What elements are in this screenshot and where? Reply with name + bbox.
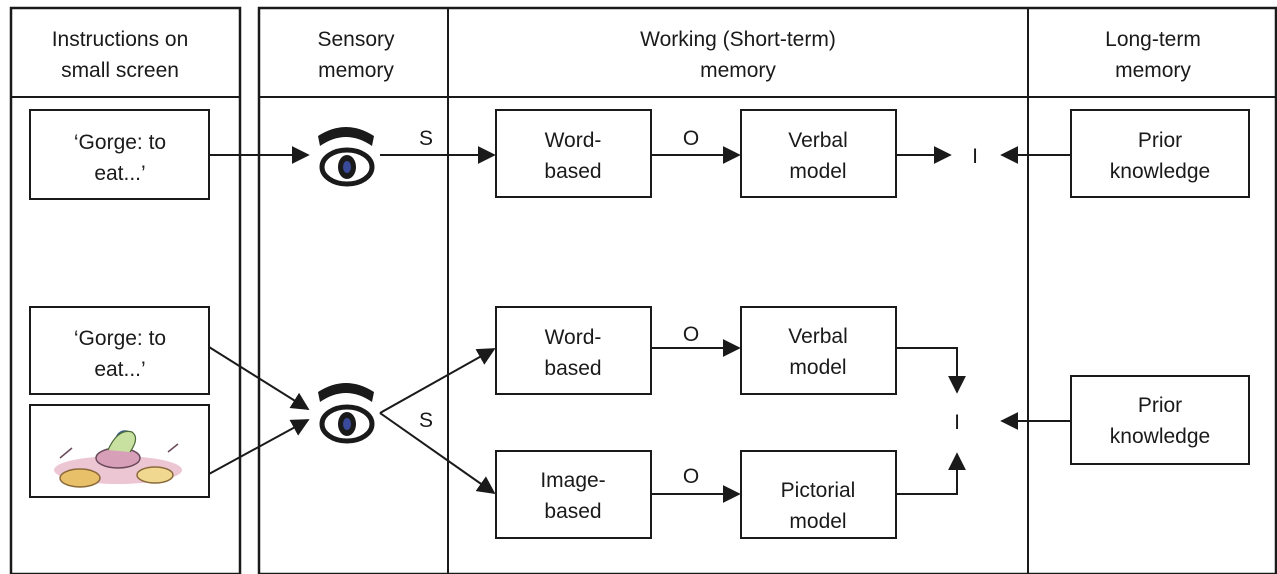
bottom-input-line1: ‘Gorge: to — [74, 327, 166, 350]
bottom-pictorial-to-i-arrow — [896, 452, 966, 495]
bottom-pictorial-model-line2: model — [789, 510, 846, 533]
top-prior-knowledge-line1: Prior — [1138, 129, 1182, 152]
bottom-prior-knowledge-box — [1070, 375, 1250, 465]
top-word-based-line1: Word- — [545, 129, 602, 152]
memory-columns-frame — [257, 6, 1277, 574]
eye-icon — [318, 383, 375, 444]
bottom-i-label: I — [954, 411, 960, 434]
bottom-verbal-model-line2: model — [789, 356, 846, 379]
bottom-word-based-box — [495, 306, 652, 395]
top-word-based-box — [495, 109, 652, 198]
header-sensory-line1: Sensory — [317, 28, 395, 51]
top-input-line1: ‘Gorge: to — [74, 131, 166, 154]
header-longterm-line2: memory — [1115, 59, 1191, 82]
header-sensory-line2: memory — [318, 59, 394, 82]
top-verbal-model-box — [740, 109, 897, 198]
bottom-verbal-to-i-arrow — [896, 347, 966, 394]
top-verbal-model-line1: Verbal — [788, 129, 848, 152]
bottom-input-line2: eat...’ — [94, 358, 145, 381]
header-longterm-line1: Long-term — [1105, 28, 1201, 51]
bottom-image-based-line1: Image- — [540, 469, 605, 492]
bottom-input-box — [29, 306, 210, 395]
top-prior-knowledge-line2: knowledge — [1110, 160, 1210, 183]
top-input-box — [29, 109, 210, 200]
bottom-image-based-box — [495, 450, 652, 539]
top-input-line2: eat...’ — [94, 162, 145, 185]
top-verbal-model-line2: model — [789, 160, 846, 183]
header-instructions-line2: small screen — [61, 59, 179, 82]
bottom-s-label: S — [419, 409, 433, 432]
top-o-label: O — [683, 127, 699, 150]
bottom-word-based-line1: Word- — [545, 326, 602, 349]
top-word-based-line2: based — [544, 160, 601, 183]
bottom-o-label-top: O — [683, 323, 699, 346]
bottom-pictorial-model-line1: Pictorial — [781, 479, 856, 502]
bottom-verbal-model-box — [740, 306, 897, 395]
bottom-text-to-eye-arrow — [208, 346, 310, 410]
instructions-column-frame — [9, 6, 242, 574]
header-working-line2: memory — [700, 59, 776, 82]
header-working-line1: Working (Short-term) — [640, 28, 836, 51]
food-illustration — [54, 430, 182, 488]
bottom-verbal-model-line1: Verbal — [788, 325, 848, 348]
top-i-label: I — [972, 145, 978, 168]
bottom-eye-to-word-arrow — [379, 348, 496, 414]
header-instructions-line1: Instructions on — [52, 28, 189, 51]
bottom-prior-knowledge-line1: Prior — [1138, 394, 1182, 417]
bottom-word-based-line2: based — [544, 357, 601, 380]
bottom-image-to-eye-arrow — [208, 419, 310, 475]
bottom-o-label-bottom: O — [683, 465, 699, 488]
eye-icon — [318, 127, 375, 187]
bottom-pictorial-model-box — [740, 450, 897, 539]
bottom-eye-to-image-arrow — [379, 412, 496, 495]
bottom-image-based-line2: based — [544, 500, 601, 523]
top-s-label: S — [419, 127, 433, 150]
top-prior-knowledge-box — [1070, 109, 1250, 198]
bottom-prior-knowledge-line2: knowledge — [1110, 425, 1210, 448]
